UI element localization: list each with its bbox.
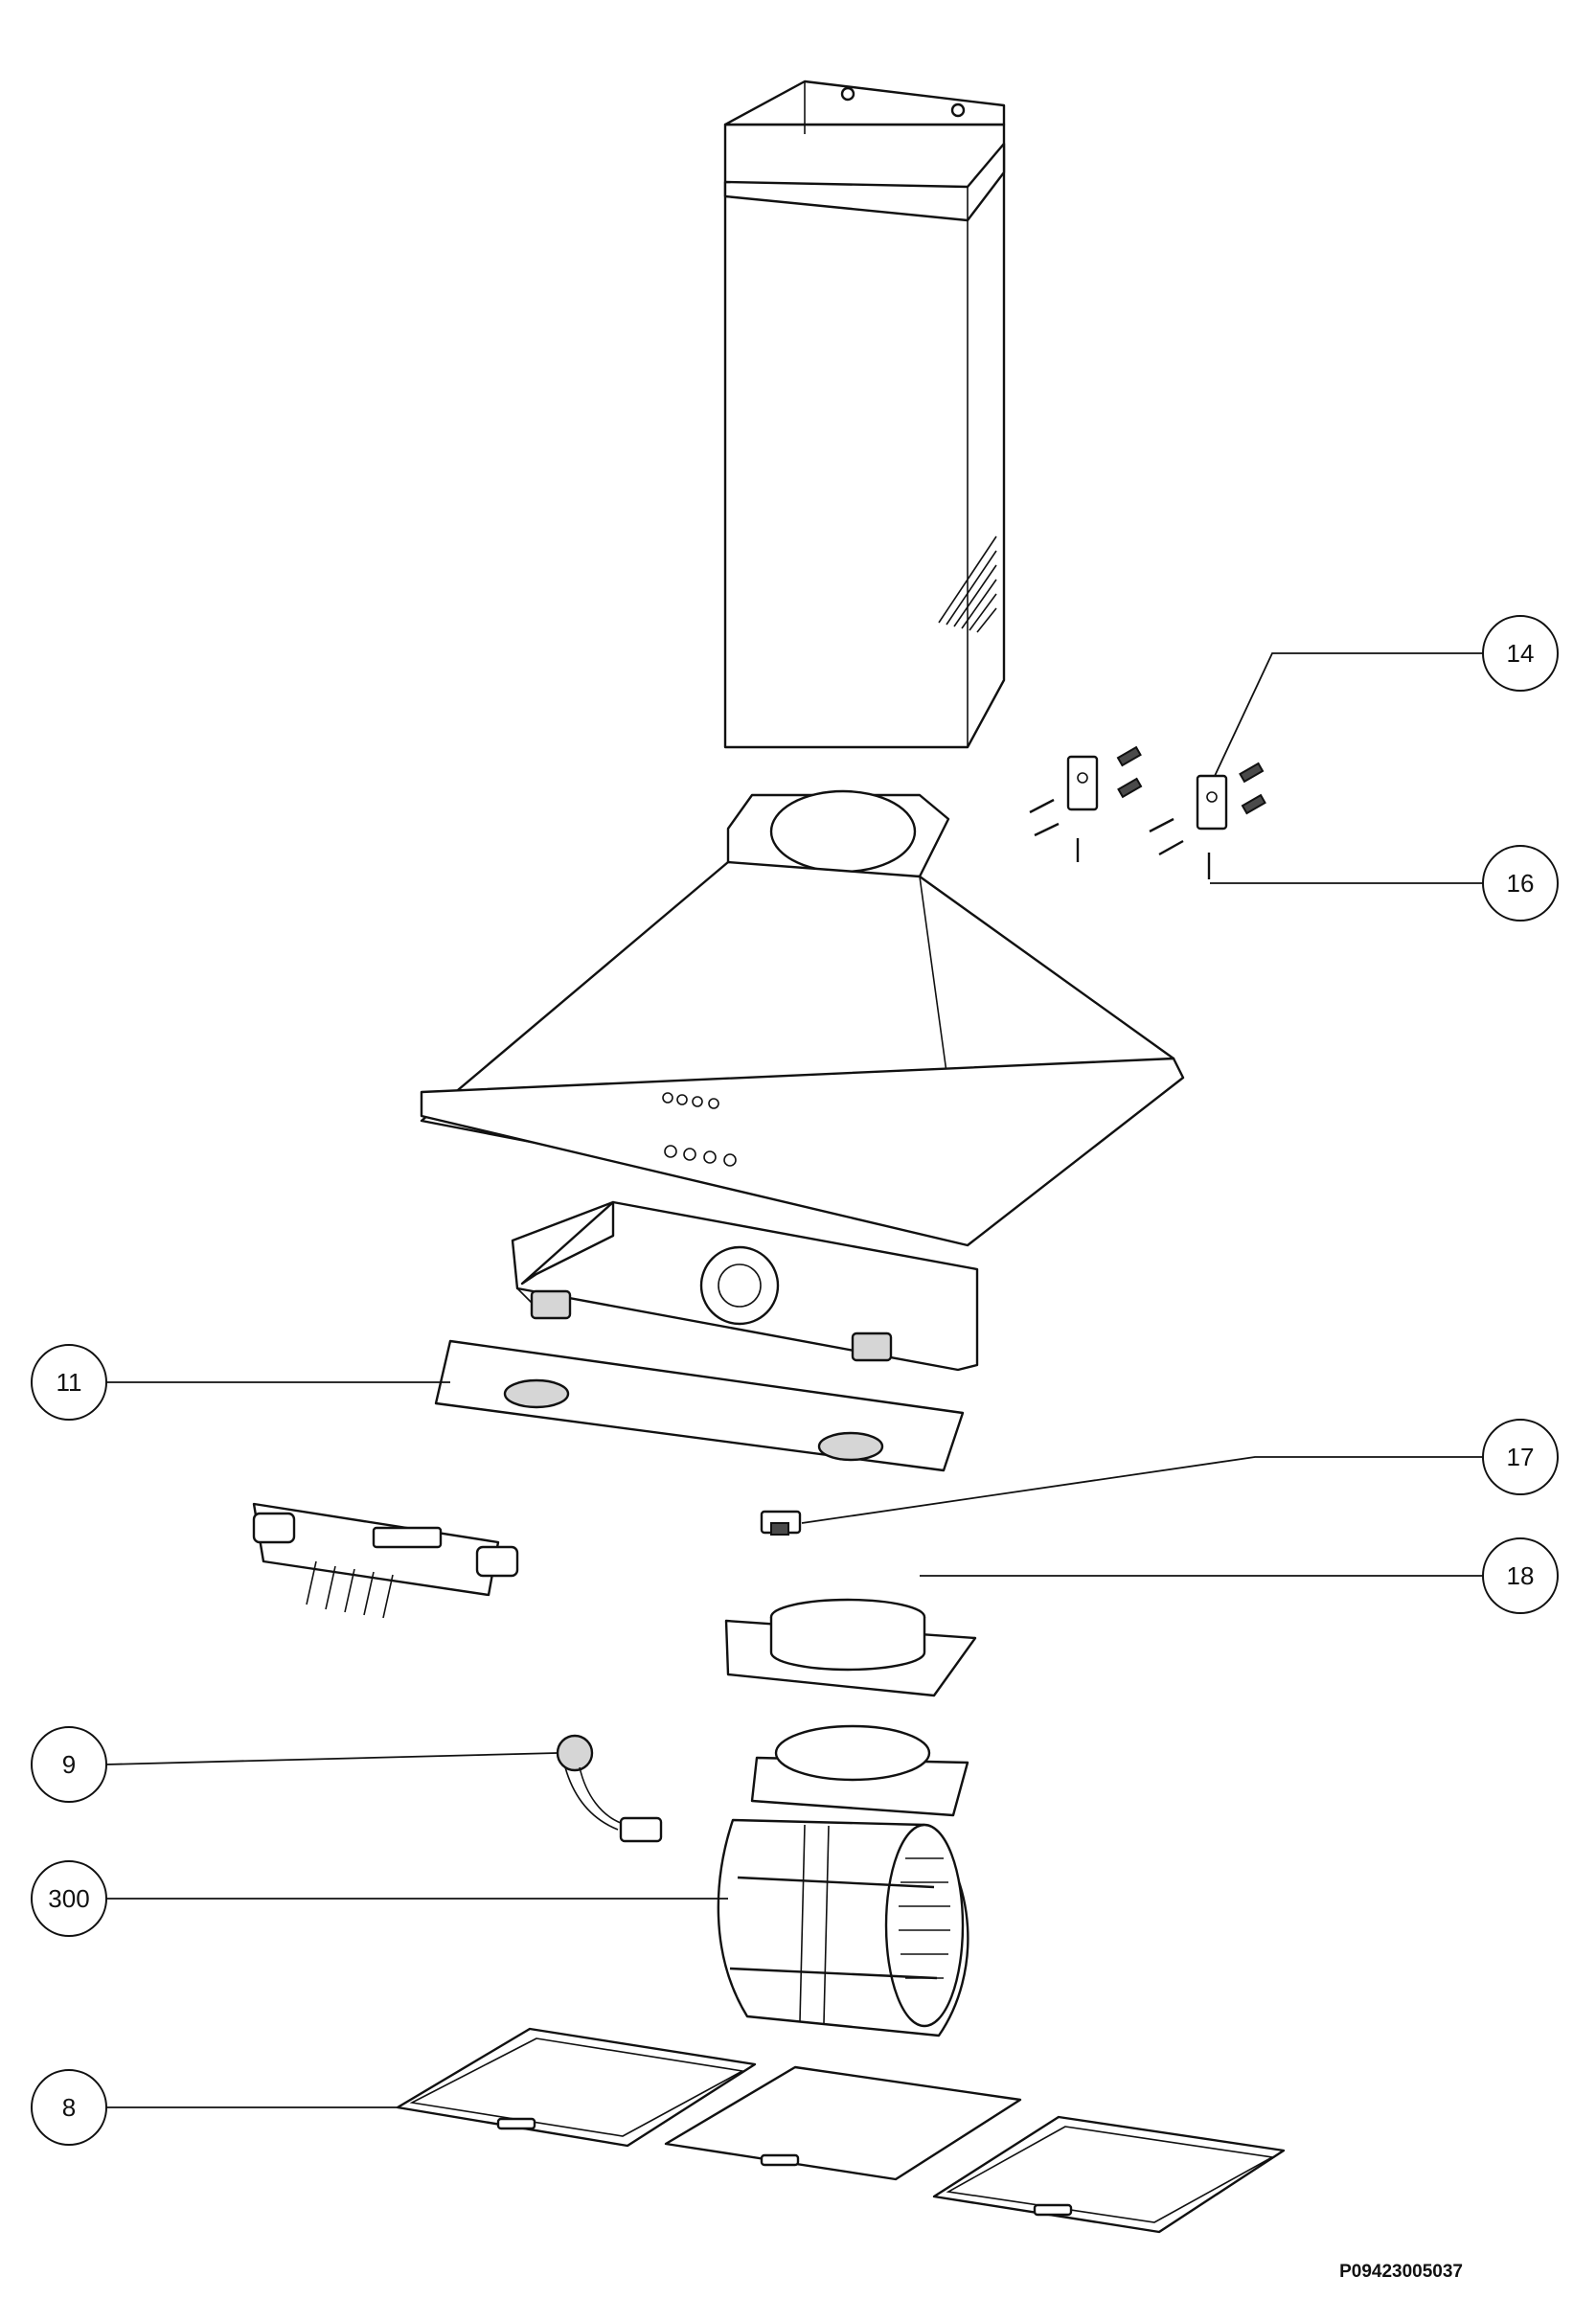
light-switch — [760, 1510, 802, 1536]
callout-300: 300 — [31, 1860, 107, 1937]
hood-chassis — [511, 1200, 979, 1372]
control-buttons — [662, 1092, 737, 1167]
callout-11-label: 11 — [57, 1368, 82, 1397]
chimney-cover — [723, 80, 1006, 749]
callout-18-label: 18 — [1507, 1561, 1535, 1590]
hood-body — [420, 789, 1185, 1247]
callout-18: 18 — [1482, 1537, 1559, 1614]
callout-11: 11 — [31, 1344, 107, 1421]
lamp-assembly — [556, 1734, 663, 1843]
chimney-vent-slots — [938, 535, 997, 633]
control-board — [252, 1502, 519, 1619]
callout-14: 14 — [1482, 615, 1559, 692]
leader-lines — [105, 652, 1483, 2108]
grease-filter-left — [396, 2027, 757, 2148]
callout-9-label: 9 — [62, 1750, 76, 1779]
callout-16-label: 16 — [1507, 869, 1535, 898]
callout-8-label: 8 — [62, 2093, 76, 2122]
grease-filter-right — [932, 2115, 1286, 2234]
bracket-right — [1196, 774, 1228, 831]
callout-9: 9 — [31, 1726, 107, 1803]
screws-group — [1029, 745, 1266, 879]
carbon-filter-middle — [664, 2065, 1022, 2181]
document-number: P09423005037 — [1339, 2262, 1463, 2282]
bracket-left — [1066, 755, 1099, 811]
motor-blower — [717, 1724, 969, 2037]
blower-grille — [899, 1857, 950, 1979]
callout-16: 16 — [1482, 845, 1559, 922]
callout-300-label: 300 — [48, 1884, 89, 1913]
duct-adapter — [724, 1598, 977, 1697]
callout-17: 17 — [1482, 1419, 1559, 1495]
callout-17-label: 17 — [1507, 1443, 1535, 1471]
callout-8: 8 — [31, 2069, 107, 2146]
callout-14-label: 14 — [1507, 639, 1535, 668]
